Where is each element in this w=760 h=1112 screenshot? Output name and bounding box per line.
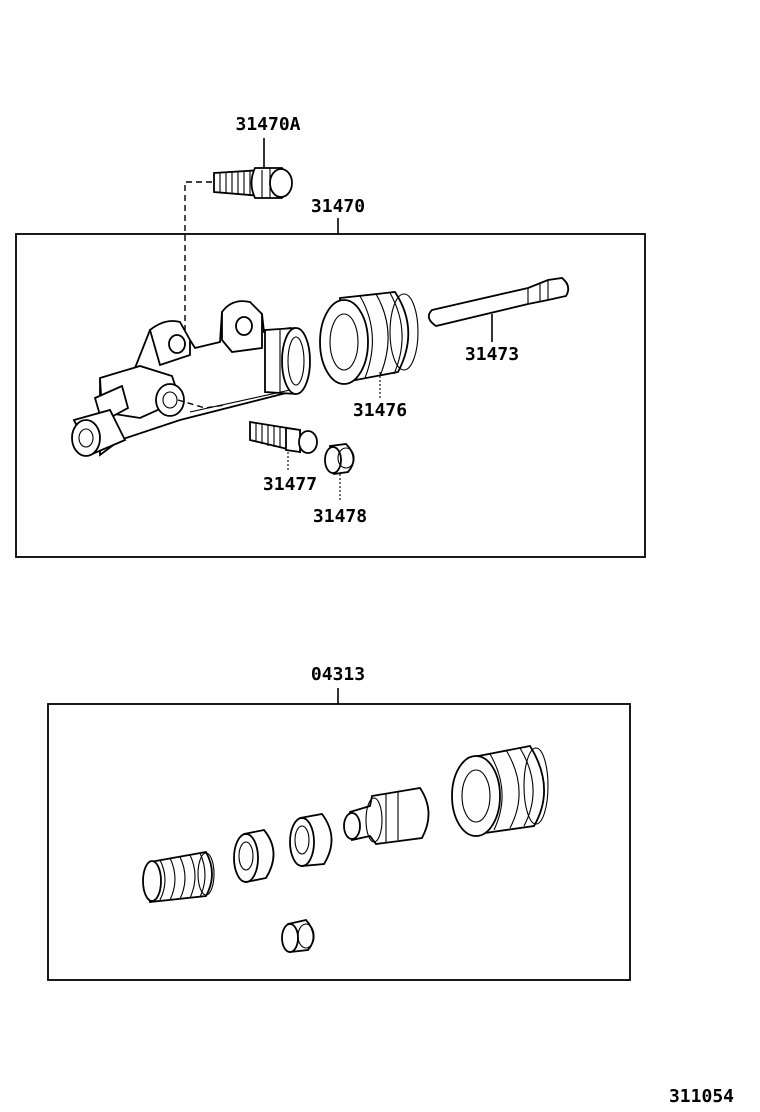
piston-part (343, 787, 430, 845)
bleeder-cap-part (324, 443, 355, 476)
repair-kit-label: 04313 (311, 664, 365, 685)
cylinder-assy-label: 31470 (311, 196, 365, 217)
bleeder-cap-label: 31478 (313, 506, 367, 527)
kit-cap-part (281, 919, 315, 953)
bolt-part (213, 167, 293, 199)
repair-kit-frame (47, 703, 631, 981)
bleeder-plug-part (249, 420, 318, 454)
boot-label: 31476 (353, 400, 407, 421)
bolt-label: 31470A (235, 114, 300, 135)
seal-cup-part (289, 813, 333, 867)
push-rod-label: 31473 (465, 344, 519, 365)
plug-dash-guide (177, 399, 226, 409)
figure-number: 311054 (669, 1086, 734, 1107)
bolt-dash-guide (184, 181, 212, 330)
cylinder-body-part (71, 300, 311, 457)
kit-boot-part (451, 744, 549, 837)
boot-part (319, 291, 419, 385)
bleeder-plug-label: 31477 (263, 474, 317, 495)
piston-cup-part (233, 829, 275, 884)
cylinder-assy-frame (15, 233, 646, 558)
push-rod-part (427, 277, 570, 327)
spring-part (142, 851, 215, 904)
